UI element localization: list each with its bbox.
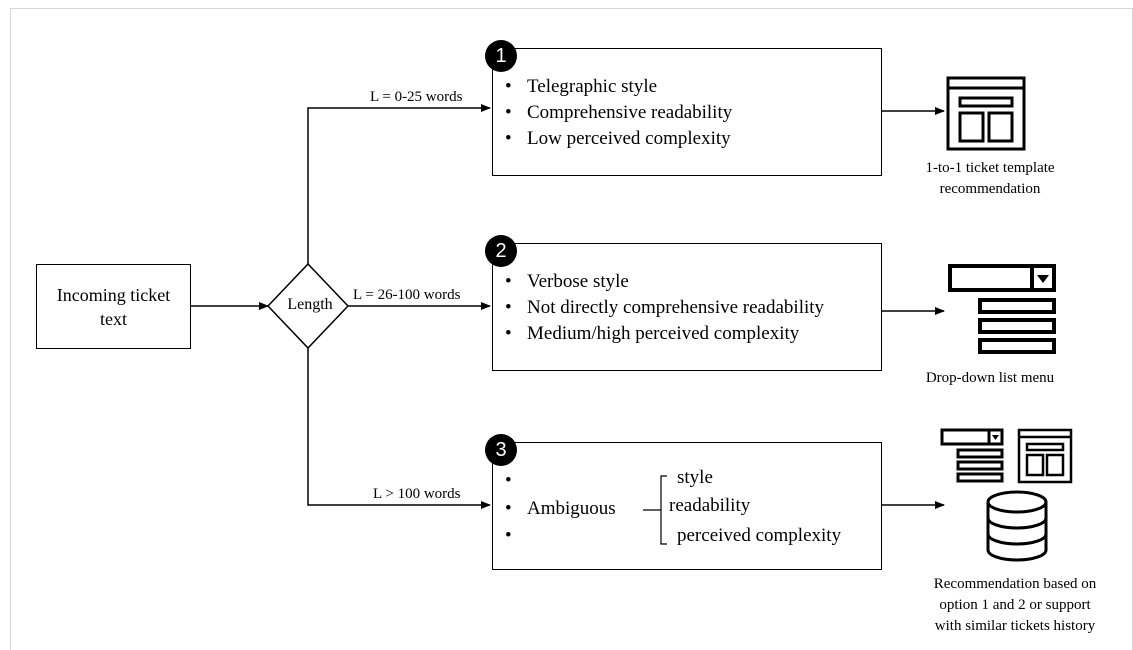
option3-bullet-mark: • xyxy=(505,525,512,546)
option3-ambiguous-item: readability xyxy=(669,495,751,516)
dropdown-list-icon xyxy=(948,264,1056,354)
option1-caption-line: recommendation xyxy=(939,181,1041,197)
option3-bullet-mark: • xyxy=(505,498,512,519)
edge-label-long: L > 100 words xyxy=(373,486,461,502)
option1-caption: 1-to-1 ticket template recommendation xyxy=(890,158,1090,200)
list-item: •Verbose style xyxy=(505,271,629,292)
option3-ambiguous-label: Ambiguous xyxy=(527,498,616,519)
input-label: Incoming ticket text xyxy=(56,284,171,329)
option2-bullet: Verbose style xyxy=(527,271,629,292)
list-item: •Medium/high perceived complexity xyxy=(505,323,800,344)
decision-label: Length xyxy=(287,296,333,313)
option1-bullet: Low perceived complexity xyxy=(527,128,731,149)
option2-bullet-list: •Verbose style •Not directly comprehensi… xyxy=(505,269,824,347)
option3-caption-line: with similar tickets history xyxy=(934,618,1096,634)
option2-number-badge: 2 xyxy=(485,235,517,267)
dropdown-list-icon xyxy=(940,428,1004,483)
option2-bullet: Not directly comprehensive readability xyxy=(527,297,825,318)
edge-label-medium: L = 26-100 words xyxy=(353,287,461,303)
option1-number-badge: 1 xyxy=(485,40,517,72)
option3-caption: Recommendation based on option 1 and 2 o… xyxy=(905,574,1125,637)
option3-bullet-mark: • xyxy=(505,470,512,491)
list-item: •Not directly comprehensive readability xyxy=(505,297,825,318)
ticket-template-icon xyxy=(1017,428,1073,484)
option3-ambiguous-item: style xyxy=(677,467,713,488)
list-item: •Comprehensive readability xyxy=(505,102,733,123)
option1-caption-line: 1-to-1 ticket template xyxy=(925,160,1055,176)
option1-bullet-list: •Telegraphic style •Comprehensive readab… xyxy=(505,74,732,152)
short-branch-arrow xyxy=(307,104,491,264)
option3-ambiguous-item: perceived complexity xyxy=(677,525,842,546)
option3-box: 3 • • • Ambiguous style readability perc… xyxy=(485,434,882,570)
list-item: •Low perceived complexity xyxy=(505,128,731,149)
option2-caption: Drop-down list menu xyxy=(890,368,1090,389)
option3-caption-line: option 1 and 2 or support xyxy=(939,597,1091,613)
edge-label-short: L = 0-25 words xyxy=(370,89,463,105)
long-branch-arrow xyxy=(307,348,491,509)
list-item: •Telegraphic style xyxy=(505,76,658,97)
input-node: Incoming ticket text xyxy=(36,264,191,349)
option1-bullet: Telegraphic style xyxy=(527,76,658,97)
ambiguous-brace xyxy=(643,475,667,545)
ticket-template-icon xyxy=(946,76,1026,151)
option2-caption-line: Drop-down list menu xyxy=(925,370,1055,386)
option1-bullet: Comprehensive readability xyxy=(527,102,733,123)
option1-box: 1 •Telegraphic style •Comprehensive read… xyxy=(485,40,882,176)
option3-number-badge: 3 xyxy=(485,434,517,466)
option3-caption-line: Recommendation based on xyxy=(933,576,1097,592)
option2-box: 2 •Verbose style •Not directly comprehen… xyxy=(485,235,882,371)
option2-bullet: Medium/high perceived complexity xyxy=(527,323,800,344)
database-icon xyxy=(986,490,1048,562)
